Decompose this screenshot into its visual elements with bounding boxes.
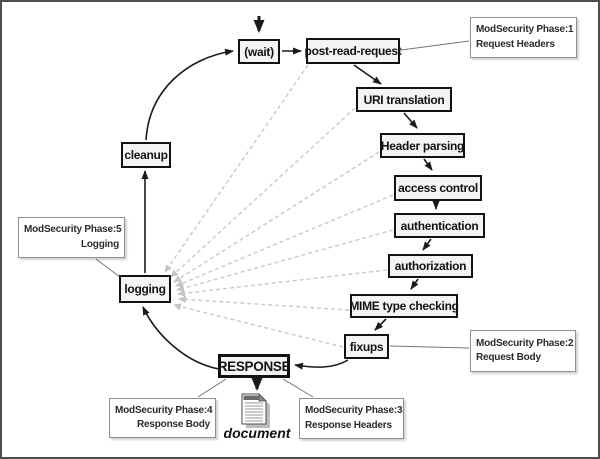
stage-cleanup: cleanup (121, 142, 171, 168)
stage-mime-type-checking: MIME type checking (349, 294, 459, 318)
logging-dashed-lines (164, 64, 394, 348)
dashed-fixups-to-logging (173, 303, 344, 348)
stage-header-parsing: Header parsing (380, 133, 465, 158)
callout-phase4-title: ModSecurity Phase:4 (115, 404, 213, 416)
stage-authentication: authentication (394, 213, 485, 238)
callout-phase3-subtitle: Response Headers (305, 419, 392, 431)
arrow-cleanup-to-wait (145, 48, 234, 141)
dashed-authorization-to-logging (177, 269, 388, 297)
link-phase3-to-response (282, 378, 314, 398)
callout-phase5-title: ModSecurity Phase:5 (24, 224, 122, 235)
dashed-authentication-to-logging (176, 229, 394, 292)
document-icon (241, 393, 270, 428)
phase-link-lines (95, 40, 470, 398)
dashed-uri-translation-to-logging (170, 107, 356, 278)
callout-modsecurity-phase-3: ModSecurity Phase:3 Response Headers (299, 398, 404, 439)
link-phase2-to-fixups (389, 345, 470, 349)
dashed-header-parsing-to-logging (173, 151, 380, 283)
flow-arrows (141, 16, 440, 391)
stage-authorization: authorization (388, 254, 473, 278)
callout-phase5-subtitle: Logging (80, 238, 119, 250)
callout-phase3-title: ModSecurity Phase:3 (305, 405, 403, 416)
callout-modsecurity-phase-4: ModSecurity Phase:4 Response Body (109, 398, 216, 438)
arrow-fixups-to-response (294, 359, 349, 370)
stage-uri-translation: URI translation (356, 87, 452, 112)
stage-wait: (wait) (238, 39, 280, 64)
dashed-post-read-request-to-logging (164, 64, 309, 273)
callout-phase1-title: ModSecurity Phase:1 (476, 24, 574, 35)
stage-post-read-request: post-read-request (305, 38, 402, 64)
stage-response: RESPONSE (218, 354, 291, 378)
stage-logging: logging (119, 275, 171, 303)
link-phase1-to-post-read-request (400, 40, 470, 51)
arrow-response-to-logging (142, 306, 220, 370)
dashed-mime-type-checking-to-logging (178, 295, 350, 311)
arrow-post-read-request-to-uri-translation (353, 64, 382, 85)
dashed-access-control-to-logging (175, 194, 394, 287)
arrow-uri-translation-to-header-parsing (403, 112, 418, 129)
arrow-authorization-to-mime-type-checking (410, 278, 419, 290)
arrow-mime-type-checking-to-fixups (374, 318, 387, 331)
arrow-header-parsing-to-access-control (423, 158, 433, 171)
link-phase4-to-response (197, 378, 227, 398)
callout-modsecurity-phase-2: ModSecurity Phase:2 Request Body (470, 330, 576, 372)
stage-fixups: fixups (344, 334, 389, 359)
document-label: document (223, 425, 291, 441)
callout-phase4-subtitle: Response Body (137, 419, 210, 430)
callout-phase2-subtitle: Request Body (476, 352, 541, 363)
callout-modsecurity-phase-1: ModSecurity Phase:1 Request Headers (470, 17, 577, 58)
link-phase5-to-logging (95, 258, 121, 278)
arrow-authentication-to-authorization (422, 238, 432, 251)
callout-modsecurity-phase-5: ModSecurity Phase:5 Logging (18, 217, 125, 258)
callout-phase1-subtitle: Request Headers (476, 38, 555, 50)
callout-phase2-title: ModSecurity Phase:2 (476, 337, 574, 349)
stage-access-control: access control (394, 175, 482, 201)
